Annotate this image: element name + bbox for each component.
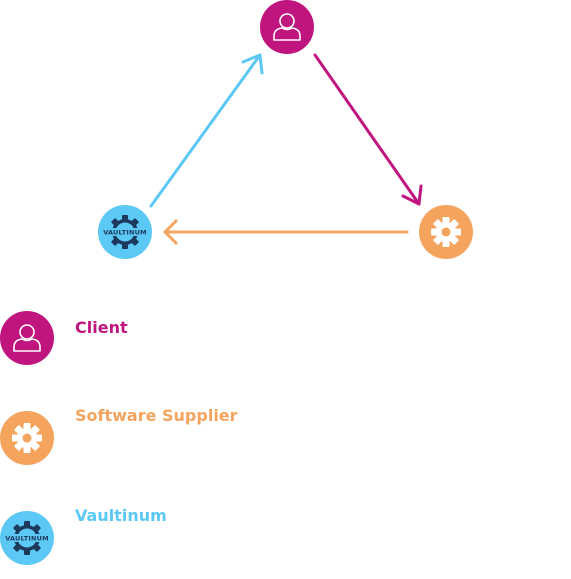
node-software-supplier xyxy=(419,205,473,259)
legend-software-supplier-icon xyxy=(0,411,54,465)
legend-label-vaultinum: Vaultinum xyxy=(75,506,167,525)
edge-client-to-supplier xyxy=(313,53,423,206)
vaultinum-logo-text: VAULTINUM xyxy=(103,228,147,236)
gear-icon xyxy=(12,423,42,453)
edge-vaultinum-to-client xyxy=(149,53,264,208)
vaultinum-logo-text: VAULTINUM xyxy=(5,534,49,542)
legend-client-icon xyxy=(0,311,54,365)
gear-icon xyxy=(431,217,461,247)
legend-label-client: Client xyxy=(75,318,128,337)
node-vaultinum: VAULTINUM xyxy=(98,205,152,259)
legend-label-software-supplier: Software Supplier xyxy=(75,406,238,425)
node-client xyxy=(260,0,314,54)
legend-vaultinum-icon: VAULTINUM xyxy=(0,511,54,565)
edge-supplier-to-vaultinum xyxy=(163,219,409,245)
